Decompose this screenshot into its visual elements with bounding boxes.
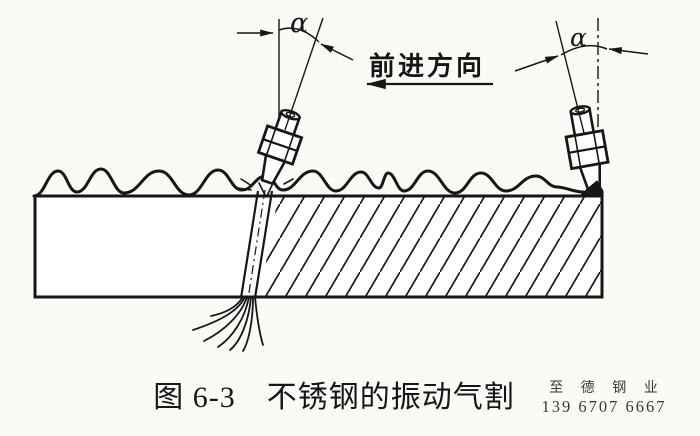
- slag-spark: [192, 296, 246, 331]
- torch-barrel-edge: [574, 135, 582, 168]
- angle-label-left: α: [290, 8, 308, 39]
- torch-nut-divider: [568, 145, 606, 154]
- molten-spot: [577, 180, 604, 198]
- slag-spark: [203, 296, 248, 342]
- torch-axis-line-left: [284, 17, 324, 131]
- travel-direction-label: 前进方向: [369, 51, 485, 81]
- slag-spark: [254, 296, 264, 346]
- angle-label-right: α: [570, 23, 587, 52]
- travel-direction: 前进方向: [366, 51, 493, 90]
- cutting-torch-left: [256, 108, 304, 186]
- torch-nut-divider: [262, 138, 298, 152]
- torch-axis-line-right: [555, 20, 585, 134]
- slag-spark: [210, 296, 244, 317]
- cut-surface-wave: [32, 167, 585, 198]
- torch-barrel-edge: [283, 134, 295, 162]
- angle-arc: [278, 27, 320, 43]
- flame-spatter: [237, 178, 294, 197]
- torch-barrel-edge: [265, 128, 277, 156]
- angle-arrow-icon: [608, 47, 649, 55]
- angle-arrow-icon: [320, 43, 354, 61]
- jet-line-right: [253, 190, 274, 299]
- slag-spark: [217, 296, 250, 348]
- watermark-company: 至 德 钢 业: [549, 380, 665, 396]
- watermark: 至 德 钢 业 139 6707 6667: [542, 380, 667, 416]
- torch-barrel-edge: [592, 132, 600, 164]
- figure-caption: 图 6-3 不锈钢的振动气割: [153, 381, 515, 414]
- workpiece-hatching: [260, 197, 601, 296]
- cutting-torch-right: [564, 105, 610, 194]
- jet-line-left: [239, 190, 260, 299]
- workpiece: [32, 167, 604, 299]
- angle-dimension-right: α: [514, 23, 649, 72]
- angle-arc: [560, 44, 608, 56]
- watermark-phone: 139 6707 6667: [542, 397, 667, 416]
- slag-spark: [242, 296, 254, 352]
- angle-dimension-left: α: [237, 8, 354, 61]
- slag-sparks: [192, 296, 264, 352]
- slag-spark: [229, 296, 252, 351]
- angle-arrow-icon: [514, 55, 559, 72]
- flame-jet: [192, 178, 294, 352]
